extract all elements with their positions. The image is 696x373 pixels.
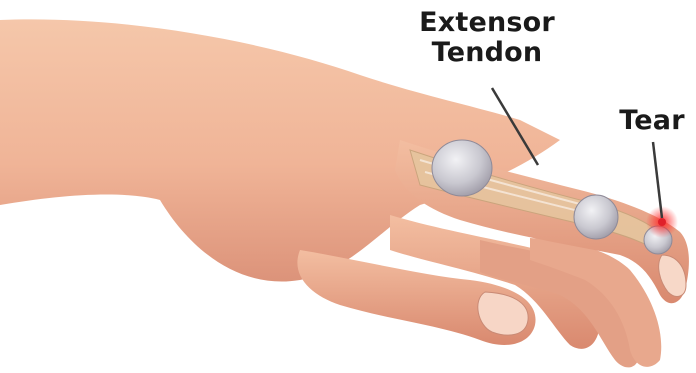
extensor-label-line1: Extensor [412,8,562,38]
joint-mcp [432,140,492,196]
extensor-label-line2: Tendon [412,38,562,68]
tear-label: Tear [612,106,692,136]
extensor-tendon-label: Extensor Tendon [412,8,562,68]
joint-pip [574,195,618,239]
tear-pointer-line [653,142,662,218]
